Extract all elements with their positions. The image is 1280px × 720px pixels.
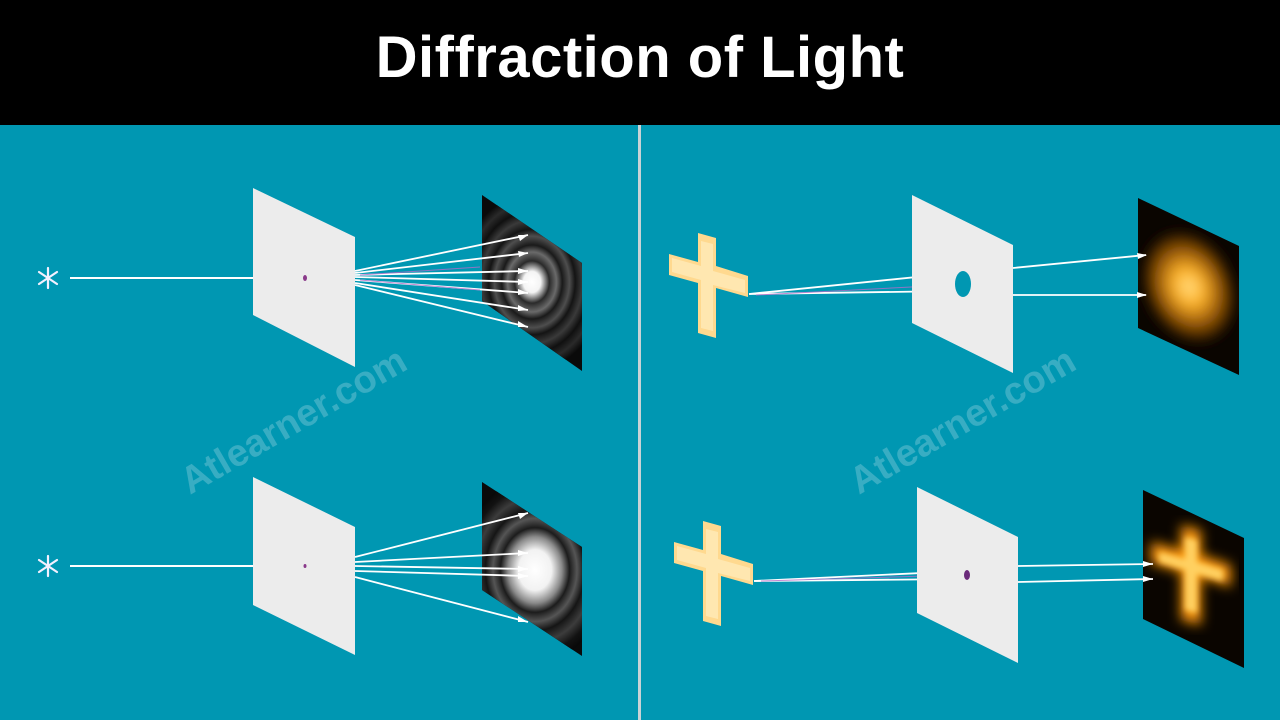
circular-hole — [955, 271, 971, 297]
diffracted-rays — [354, 512, 529, 623]
left-diagram: Atlearner.com — [0, 125, 638, 720]
right-panel-extended-source: Atlearner.com — [641, 125, 1280, 720]
pinhole — [303, 564, 307, 568]
panel-divider — [638, 125, 641, 720]
title-bar: Diffraction of Light — [0, 0, 1280, 125]
page-title: Diffraction of Light — [375, 25, 905, 90]
left-panel-point-source: Atlearner.com — [0, 125, 638, 720]
star-light-source-icon — [37, 554, 59, 578]
right-diagram: Atlearner.com — [641, 125, 1280, 720]
pinhole — [303, 275, 307, 281]
diffracted-rays — [1012, 254, 1147, 296]
cross-light-source-icon — [674, 521, 753, 626]
pinhole — [964, 570, 970, 580]
star-light-source-icon — [37, 266, 59, 290]
diffracted-rays — [1017, 563, 1154, 583]
cross-light-source-icon — [669, 233, 748, 338]
